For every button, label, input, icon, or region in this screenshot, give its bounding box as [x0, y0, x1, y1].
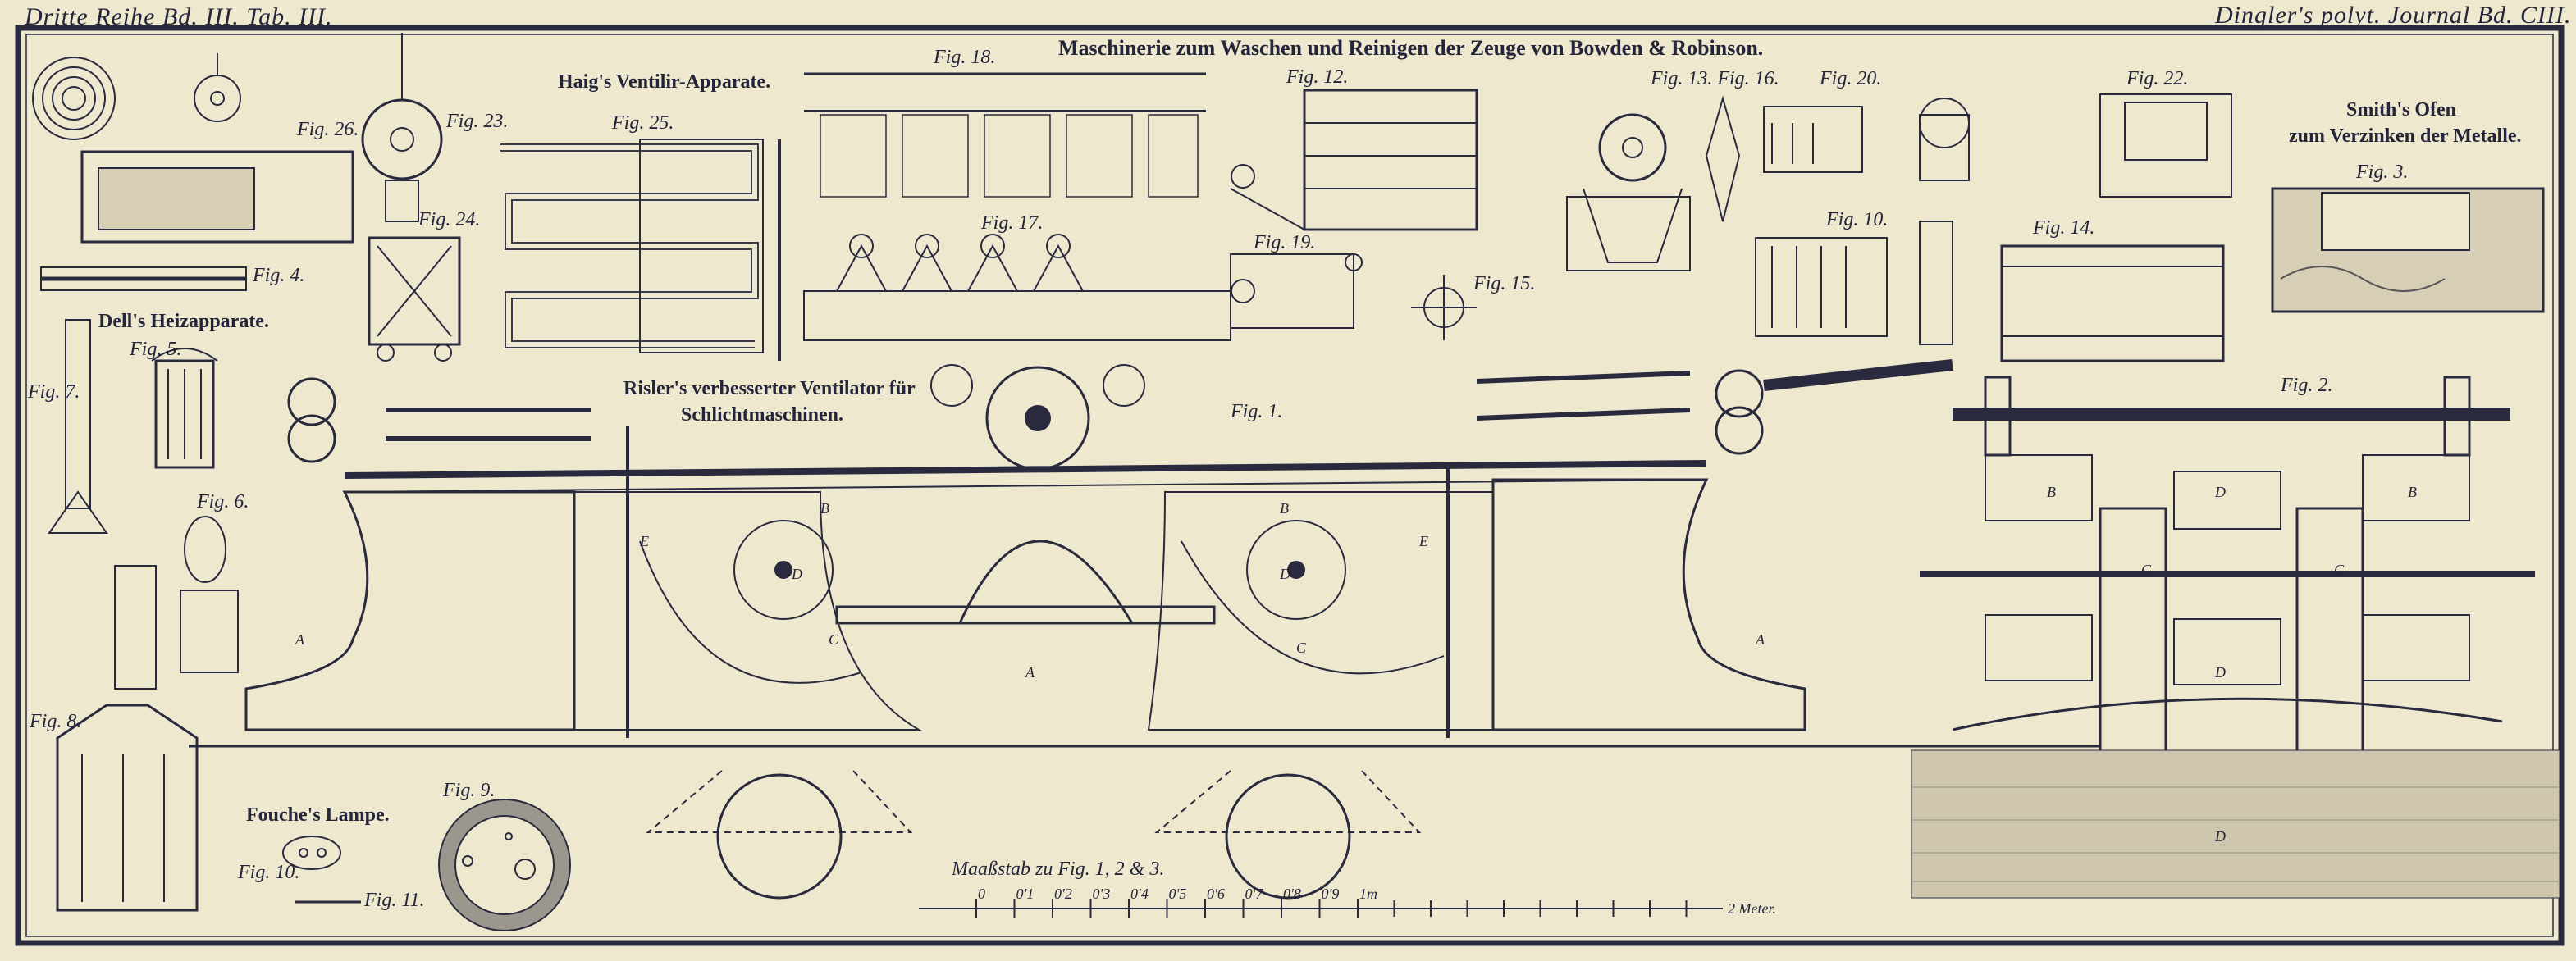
part-letter: B: [1280, 500, 1289, 517]
fig20-label: Fig. 20.: [1820, 68, 1882, 89]
caption-smith-1: Smith's Ofen: [2346, 99, 2457, 121]
part-letter: E: [640, 533, 649, 549]
fig17-18-drawing: [803, 72, 1231, 341]
part-letter: B: [2408, 484, 2417, 500]
caption-fouche: Fouche's Lampe.: [246, 804, 390, 826]
fouche-lampe-drawing: [282, 799, 571, 931]
scale-tick-label: 0'7: [1245, 886, 1263, 902]
fig14-label: Fig. 14.: [2033, 217, 2095, 239]
caption-risler-1: Risler's verbesserter Ventilator für: [623, 378, 916, 399]
fig18-label: Fig. 18.: [934, 47, 996, 68]
part-letter: A: [1025, 664, 1035, 681]
part-letter: C: [829, 631, 839, 648]
caption-risler-2: Schlichtmaschinen.: [681, 404, 844, 426]
fig2-label: Fig. 2.: [2281, 375, 2333, 396]
fig25-label: Fig. 25.: [612, 112, 674, 134]
part-letter: D: [1280, 566, 1290, 582]
part-letter: D: [792, 566, 802, 582]
smith-ofen-drawing: [2271, 187, 2545, 313]
fig12-label: Fig. 12.: [1286, 66, 1349, 88]
scale-end-label: 2 Meter.: [1728, 900, 1776, 917]
part-letter: D: [2215, 484, 2226, 500]
fig12-19-drawing: [1230, 89, 1478, 329]
fig15-label: Fig. 15.: [1473, 273, 1536, 294]
fig6-label: Fig. 6.: [197, 491, 249, 512]
fig22-label: Fig. 22.: [2126, 68, 2189, 89]
scale-tick-label: 1m: [1359, 886, 1377, 902]
fig9-label: Fig. 9.: [443, 780, 496, 801]
main-title: Maschinerie zum Waschen und Reinigen der…: [1058, 36, 1764, 60]
caption-dell: Dell's Heizapparate.: [98, 311, 269, 332]
scale-tick-label: 0'5: [1168, 886, 1187, 902]
plate-border: [15, 25, 2565, 946]
part-letter: D: [2215, 664, 2226, 681]
part-letter: A: [1756, 631, 1765, 648]
fig17-label: Fig. 17.: [981, 212, 1044, 234]
scale-tick-label: 0'6: [1207, 886, 1225, 902]
part-letter: D: [2215, 828, 2226, 845]
fig10-label-lamp: Fig. 10.: [238, 862, 300, 883]
scale-tick-label: 0'2: [1054, 886, 1072, 902]
caption-smith-2: zum Verzinken der Metalle.: [2289, 125, 2522, 147]
fig24-label: Fig. 24.: [418, 209, 481, 230]
fig4-label: Fig. 4.: [253, 265, 305, 286]
scale-tick-label: 0'4: [1130, 886, 1149, 902]
fig1-drawing: [189, 359, 2100, 900]
scale-tick-label: 0'8: [1283, 886, 1301, 902]
fig7-label: Fig. 7.: [28, 381, 80, 403]
dell-heizapparate-drawing: [48, 319, 239, 912]
fig23-24-drawing: [361, 33, 461, 362]
fig8-label: Fig. 8.: [30, 711, 82, 732]
part-letter: C: [2141, 562, 2152, 578]
fig25-drawing: [500, 139, 781, 361]
part-letter: C: [1296, 640, 1307, 656]
fig1-label: Fig. 1.: [1231, 401, 1283, 422]
fig23-label: Fig. 23.: [446, 111, 509, 132]
journal-header: Dingler's polyt. Journal Bd. CIII. Tab. …: [2215, 2, 2576, 29]
part-letter: B: [820, 500, 829, 517]
fig5-label: Fig. 5.: [130, 339, 182, 360]
caption-haig: Haig's Ventilir-Apparate.: [558, 71, 771, 93]
scale-tick-label: 0'9: [1321, 886, 1340, 902]
fig11-label: Fig. 11.: [364, 890, 425, 911]
part-letter: A: [295, 631, 304, 648]
fig3-label: Fig. 3.: [2356, 162, 2409, 183]
scale-tick-label: 0: [978, 886, 985, 902]
scale-label: Maaßstab zu Fig. 1, 2 & 3.: [952, 859, 1165, 880]
part-letter: B: [2047, 484, 2056, 500]
part-letter: E: [1419, 533, 1428, 549]
scale-tick-label: 0'1: [1016, 886, 1035, 902]
fig2-drawing: [1911, 376, 2560, 899]
fig26-drawing: [32, 53, 354, 291]
scale-tick-label: 0'3: [1092, 886, 1111, 902]
part-letter: C: [2334, 562, 2345, 578]
plate-series-header: Dritte Reihe Bd. III. Tab. III.: [25, 3, 333, 30]
fig13-16-label: Fig. 13. Fig. 16.: [1651, 68, 1779, 89]
scale-bar: [919, 899, 1723, 918]
fig13-22-drawing: [1411, 93, 2232, 362]
fig26-label: Fig. 26.: [297, 119, 359, 140]
fig19-label: Fig. 19.: [1254, 232, 1316, 253]
fig10-label: Fig. 10.: [1826, 209, 1889, 230]
